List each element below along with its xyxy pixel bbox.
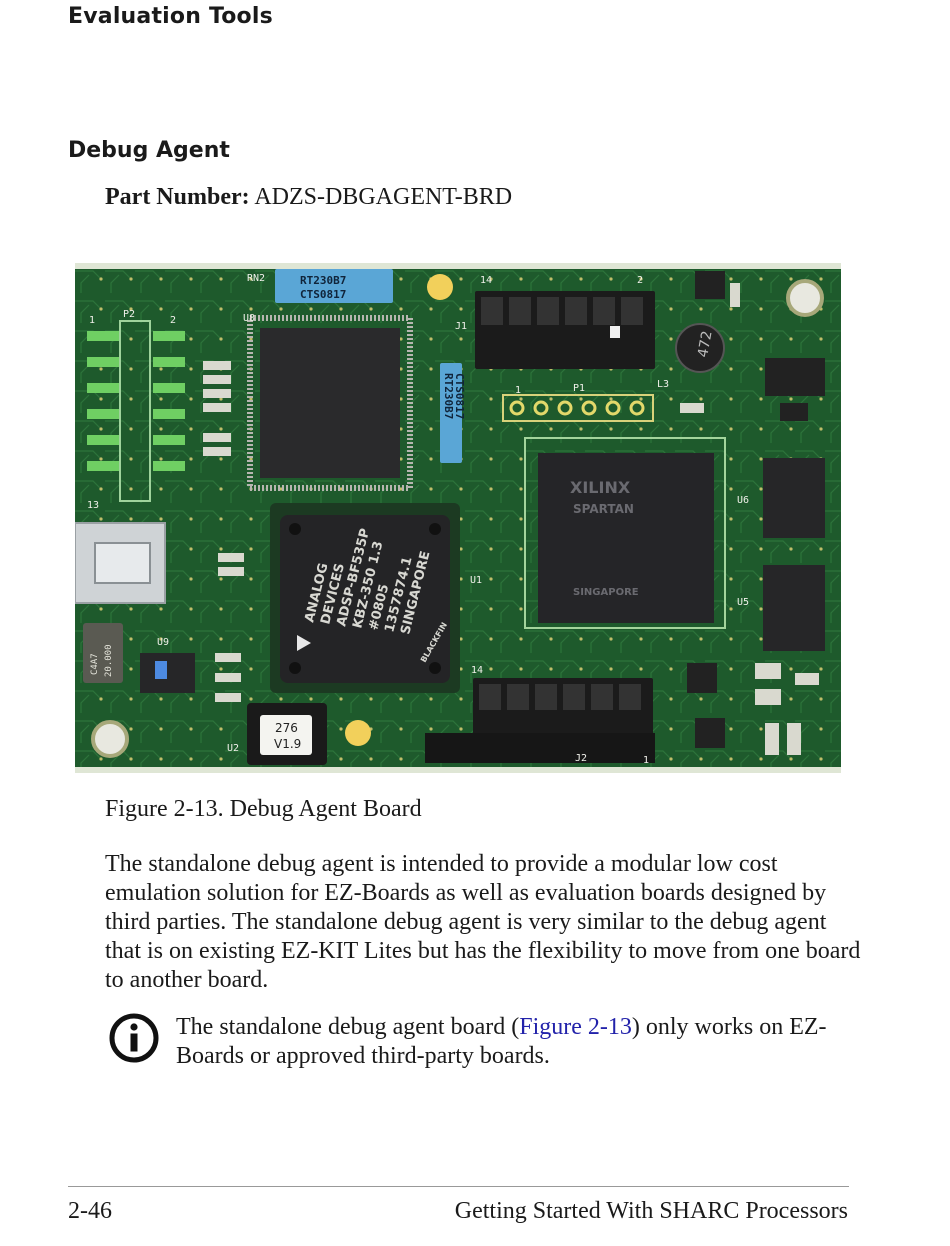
board-label-j2: J2 — [575, 753, 587, 764]
board-label-u2: U2 — [227, 743, 239, 754]
figure-reference-link[interactable]: Figure 2-13 — [519, 1014, 632, 1040]
board-label-p1: P1 — [573, 383, 585, 394]
board-label-u6: U6 — [737, 495, 749, 506]
board-label-rt-1: RT230B7 — [300, 274, 346, 287]
sticker-line-2: V1.9 — [274, 737, 301, 751]
board-pin-1-p1: 1 — [515, 385, 521, 396]
sticker-line-1: 276 — [275, 721, 298, 735]
board-label-u1: U1 — [470, 575, 482, 586]
board-label-rt-2: RT230B7 — [442, 373, 455, 419]
xilinx-line-2: SPARTAN — [573, 502, 634, 516]
debug-agent-board-figure: RN2 U8 P2 1 2 13 14 2 J1 1 P1 L3 U6 U5 U… — [75, 263, 841, 773]
xilinx-line-1: XILINX — [570, 478, 631, 497]
board-label-j1: J1 — [455, 321, 467, 332]
xilinx-line-3: SINGAPORE — [573, 587, 639, 598]
board-label-cts-1: CTS0817 — [300, 288, 346, 301]
crystal-line-1: C4A7 — [90, 653, 100, 675]
board-label-u9: U9 — [157, 637, 169, 648]
page-number: 2-46 — [68, 1198, 112, 1224]
board-photo: RN2 U8 P2 1 2 13 14 2 J1 1 P1 L3 U6 U5 U… — [75, 263, 841, 773]
board-label-l3: L3 — [657, 379, 669, 390]
info-icon — [109, 1013, 159, 1063]
figure-caption: Figure 2-13. Debug Agent Board — [105, 796, 422, 822]
note-text-before: The standalone debug agent board ( — [176, 1014, 520, 1040]
board-label-rn2: RN2 — [247, 273, 265, 284]
note-text: The standalone debug agent board (Figure… — [176, 1013, 866, 1071]
section-title: Debug Agent — [68, 138, 230, 163]
crystal-line-2: 20.000 — [104, 644, 114, 677]
board-label-u8: U8 — [243, 313, 255, 324]
board-label-inductor: 472 — [695, 330, 715, 359]
board-pin-2-top: 2 — [637, 275, 643, 286]
board-pin-14-top: 14 — [480, 275, 492, 286]
board-pin-13-p2: 13 — [87, 500, 99, 511]
part-number-label: Part Number: — [105, 184, 250, 210]
book-title: Getting Started With SHARC Processors — [454, 1198, 848, 1224]
board-pin-1-bot: 1 — [643, 755, 649, 766]
board-pin-2-p2: 2 — [170, 315, 176, 326]
part-number-line: Part Number: ADZS-DBGAGENT-BRD — [105, 184, 512, 211]
footer-rule — [68, 1186, 849, 1187]
running-head: Evaluation Tools — [68, 4, 273, 29]
part-number-value: ADZS-DBGAGENT-BRD — [254, 184, 513, 210]
body-paragraph: The standalone debug agent is intended t… — [105, 851, 861, 993]
board-label-cts-2: CTS0817 — [453, 373, 466, 419]
board-label-p2: P2 — [123, 309, 135, 320]
board-pin-1-p2: 1 — [89, 315, 95, 326]
board-label-u5: U5 — [737, 597, 749, 608]
board-pin-14-bot: 14 — [471, 665, 483, 676]
note-text-after: ) only works on EZ-Boards or approved th… — [176, 1014, 827, 1069]
